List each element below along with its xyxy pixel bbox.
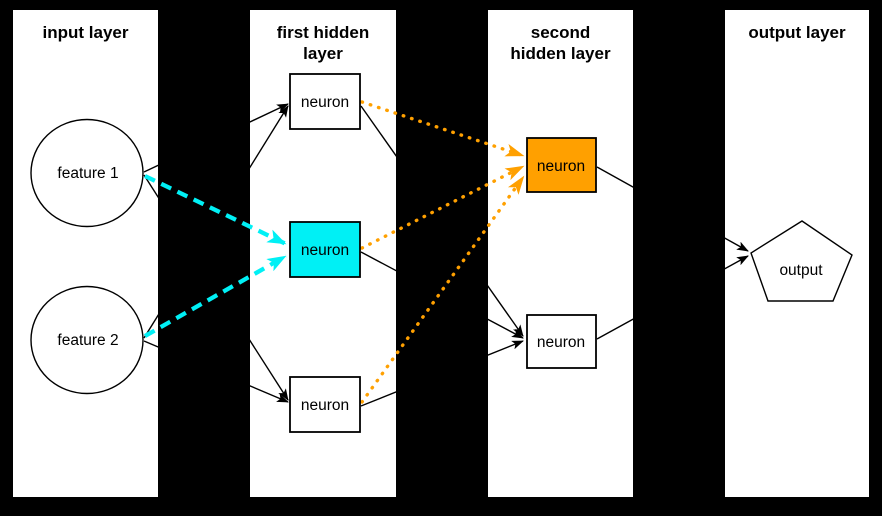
title-first-hidden-line1: first hidden [277, 23, 370, 42]
edge-h1-bottom-to-h2-top [360, 174, 526, 404]
edge-feature-2-to-h1-top [143, 105, 289, 339]
label-feature-1: feature 1 [57, 165, 118, 182]
node-h1-bottom [289, 376, 361, 433]
title-input-layer: input layer [43, 23, 129, 42]
label-h1-bottom: neuron [301, 397, 349, 414]
edge-h1-bottom-to-h2-bottom [360, 340, 524, 407]
edge-feature-1-to-h1-top [143, 103, 289, 173]
edge-feature-1-to-h1-middle [144, 174, 287, 246]
edge-h1-top-to-h2-bottom [360, 105, 524, 337]
node-h1-top [289, 73, 361, 130]
node-output [750, 220, 853, 302]
edge-h2-bottom-to-output [596, 255, 749, 340]
panel-input-layer [13, 10, 158, 497]
edge-h1-middle-to-h2-bottom [360, 251, 524, 339]
label-h2-top: neuron [537, 158, 585, 175]
title-output-layer: output layer [748, 23, 846, 42]
edge-feature-2-to-h1-bottom [143, 340, 289, 403]
label-h1-top: neuron [301, 94, 349, 111]
title-second-hidden-line2: hidden layer [510, 44, 611, 63]
node-h2-bottom [526, 314, 597, 369]
edge-feature-2-to-h1-middle [143, 254, 288, 338]
title-first-hidden-line2: layer [303, 44, 343, 63]
node-h2-top [526, 137, 597, 193]
title-second-hidden-line1: second [531, 23, 591, 42]
node-feature-2 [30, 285, 144, 395]
label-h1-middle: neuron [301, 242, 349, 259]
node-h1-middle [289, 221, 361, 278]
panel-second-hidden-layer [488, 10, 633, 497]
edge-h2-top-to-output [596, 166, 749, 252]
edge-h1-top-to-h2-top [360, 100, 526, 158]
node-feature-1 [30, 118, 144, 228]
label-h2-bottom: neuron [537, 334, 585, 351]
label-feature-2: feature 2 [57, 332, 118, 349]
edge-feature-1-to-h1-bottom [143, 174, 289, 401]
label-output: output [779, 262, 823, 279]
